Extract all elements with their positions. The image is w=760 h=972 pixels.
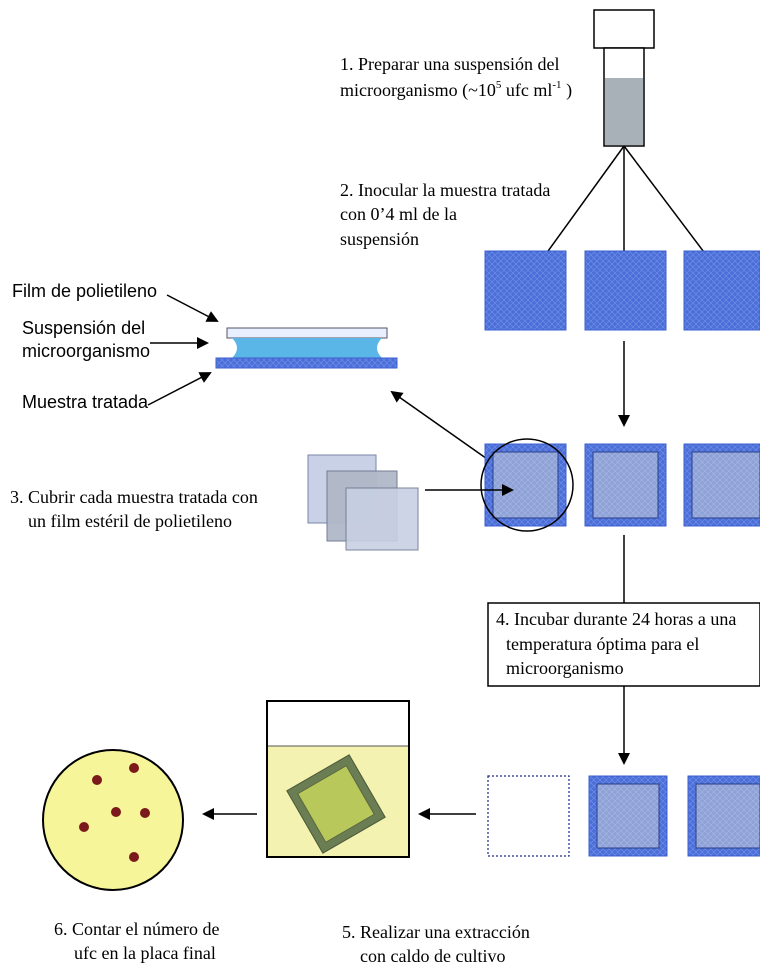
- petri-plate: [42, 749, 184, 891]
- film-cover: [695, 783, 760, 849]
- colony: [79, 822, 89, 832]
- film-cover: [596, 783, 660, 849]
- film-cover: [492, 451, 559, 519]
- sample-square: [584, 250, 667, 331]
- svg-text:microorganismo: microorganismo: [506, 658, 624, 678]
- tilted-sample: [286, 754, 386, 854]
- colony: [129, 852, 139, 862]
- step1-line2: microorganismo (~105 ufc ml-1 ): [340, 79, 572, 101]
- plate-outline: [42, 749, 184, 891]
- arrow-to-cross-section: [390, 390, 491, 462]
- svg-text:temperatura óptima para el: temperatura óptima para el: [506, 634, 699, 654]
- colony: [129, 763, 139, 773]
- film-cover: [691, 451, 760, 519]
- label-suspension-1: Suspensión del: [22, 318, 145, 338]
- layer-labels: Film de polietileno Suspensión del micro…: [12, 281, 157, 412]
- svg-text:4. Incubar durante 24 horas a: 4. Incubar durante 24 horas a una: [496, 609, 736, 629]
- samples-row-1: [484, 250, 760, 331]
- suspension-layer: [232, 338, 382, 358]
- svg-text:5. Realizar una extracción: 5. Realizar una extracción: [342, 922, 530, 942]
- svg-text:con 0’4 ml de la: con 0’4 ml de la: [340, 204, 457, 224]
- sample-layer: [215, 357, 398, 369]
- svg-text:6. Contar el número de: 6. Contar el número de: [54, 919, 219, 939]
- arrow-label-sample: [147, 372, 212, 406]
- film-stack: [307, 454, 419, 551]
- cross-section: [215, 327, 398, 369]
- tilted-sample-inner: [297, 765, 375, 843]
- label-suspension-2: microorganismo: [22, 341, 150, 361]
- sample-square: [683, 250, 760, 331]
- arrow-label-film: [166, 294, 219, 322]
- step6-text: 6. Contar el número de ufc en la placa f…: [54, 919, 219, 963]
- svg-text:suspensión: suspensión: [340, 229, 419, 249]
- step4-text: 4. Incubar durante 24 horas a una temper…: [496, 609, 736, 678]
- tube-cap: [593, 9, 655, 49]
- samples-row-3: [487, 775, 760, 857]
- film-layer: [226, 327, 388, 339]
- label-sample: Muestra tratada: [22, 392, 149, 412]
- svg-text:un film estéril de polietileno: un film estéril de polietileno: [28, 511, 232, 531]
- highlight-circle: [480, 438, 574, 532]
- film-sheet: [345, 487, 419, 551]
- step5-text: 5. Realizar una extracción con caldo de …: [342, 922, 530, 966]
- colony: [92, 775, 102, 785]
- label-film: Film de polietileno: [12, 281, 157, 301]
- removed-sample-outline: [487, 775, 570, 857]
- svg-text:con caldo de cultivo: con caldo de cultivo: [360, 946, 505, 966]
- colony: [140, 808, 150, 818]
- extraction-container: [266, 700, 410, 858]
- test-tube: [593, 9, 655, 147]
- colony: [111, 807, 121, 817]
- step2-text: 2. Inocular la muestra tratada con 0’4 m…: [340, 180, 550, 249]
- svg-text:ufc en la placa final: ufc en la placa final: [74, 943, 216, 963]
- sample-square: [484, 250, 567, 331]
- svg-text:3. Cubrir cada muestra tratada: 3. Cubrir cada muestra tratada con: [10, 487, 258, 507]
- tube-liquid: [605, 78, 643, 145]
- samples-row-2: [484, 443, 760, 527]
- film-cover: [592, 451, 659, 519]
- step1-line1: 1. Preparar una suspensión del: [340, 54, 559, 74]
- step3-text: 3. Cubrir cada muestra tratada con un fi…: [10, 487, 258, 531]
- svg-text:2. Inocular la muestra tratada: 2. Inocular la muestra tratada: [340, 180, 550, 200]
